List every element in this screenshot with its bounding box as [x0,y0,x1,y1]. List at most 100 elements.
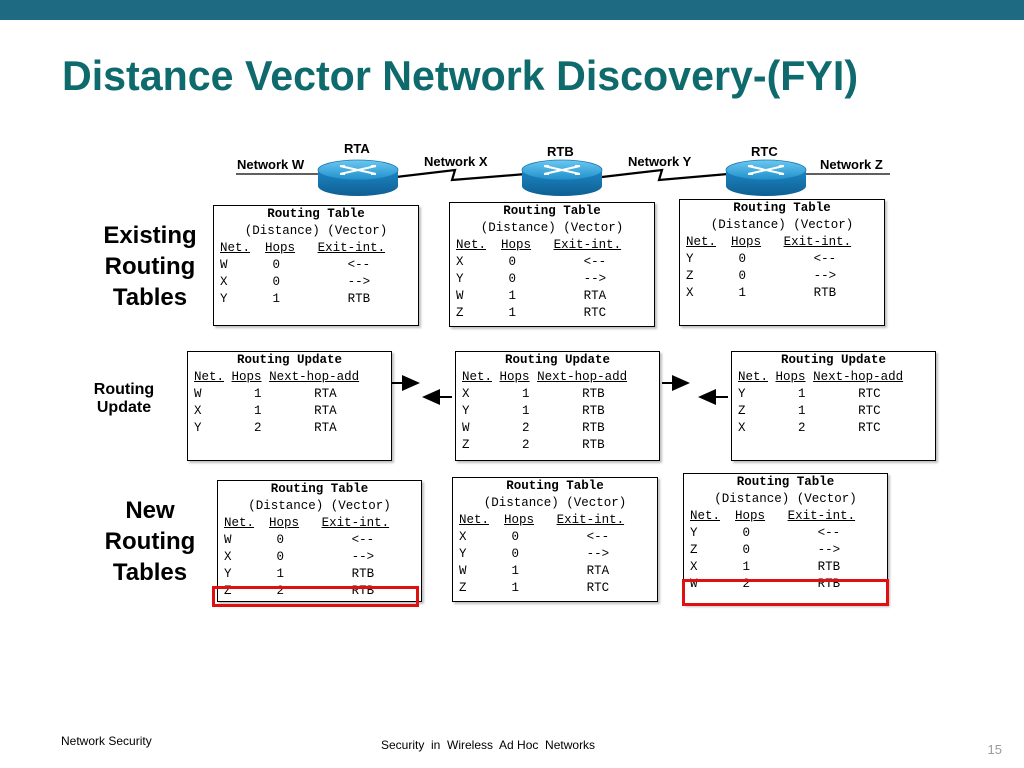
column-header-exit: Exit-int. [787,509,856,523]
cell-hops: 2 [522,421,530,435]
cell-net: X [224,550,232,564]
cell-exit: RTB [813,286,837,300]
highlight-new-route-rtc [682,579,889,606]
table-subtitle: (Distance) (Vector) [483,496,627,510]
update-title: Routing Update [504,353,611,367]
label-existing-routing-tables: Existing Routing Tables [103,222,197,311]
cell-net: W [220,258,228,272]
cell-hops: 0 [738,269,747,283]
router-label-rta: RTA [344,141,370,156]
cell-hops: 0 [272,258,281,272]
footer-left: Network Security [61,734,152,748]
cell-net: Y [690,526,698,540]
cell-hops: 0 [508,272,517,286]
cell-hops: 1 [522,404,530,418]
column-header-net: Net. [686,235,717,249]
cell-hops: 1 [272,292,281,306]
cell-next-hop: RTB [582,421,605,435]
cell-net: X [686,286,694,300]
column-header-hops: Hops [731,235,762,249]
column-header-net: Net. [462,370,493,384]
cell-exit: RTB [347,292,371,306]
cell-net: X [459,530,467,544]
arrow-left-1 [422,389,452,405]
update-row: Y 1 RTB [456,403,659,420]
cell-net: Y [220,292,228,306]
cell-hops: 2 [254,421,262,435]
cell-next-hop: RTA [314,421,337,435]
column-header-exit: Exit-int. [321,516,390,530]
router-rtc-icon [725,159,807,196]
table-row: X 1 RTB [684,559,887,576]
cell-next-hop: RTB [582,387,605,401]
cell-net: W [690,577,698,591]
cell-exit: RTA [583,289,607,303]
cell-hops: 1 [511,581,520,595]
update-row: W 2 RTB [456,420,659,437]
cell-net: Y [224,567,232,581]
column-header-hops: Hops [504,513,535,527]
cell-net: Y [456,272,464,286]
cell-exit: --> [586,547,610,561]
network-label-z: Network Z [820,157,883,172]
cell-net: X [456,255,464,269]
column-header-exit: Exit-int. [556,513,625,527]
table-title: Routing Table [267,207,365,221]
footer-center: Security in Wireless Ad Hoc Networks [381,738,596,752]
update-row: Y 1 RTC [732,386,935,403]
table-row: W 1 RTA [453,563,657,580]
cell-net: Z [462,438,470,452]
cell-hops: 0 [276,550,285,564]
table-column-headers: Net. Hops Exit-int. [684,508,887,525]
cell-next-hop: RTC [858,404,881,418]
table-column-headers: Net. Hops Exit-int. [680,234,884,251]
cell-exit: --> [813,269,837,283]
table-row: Y 0 --> [453,546,657,563]
cell-hops: 1 [798,387,806,401]
cell-net: Z [738,404,746,418]
column-header-net: Net. [738,370,769,384]
cell-hops: 0 [511,530,520,544]
cell-exit: <-- [817,526,841,540]
cell-hops: 2 [742,577,751,591]
cell-exit: <-- [586,530,610,544]
cell-net: W [462,421,470,435]
arrow-right-1 [392,375,420,391]
cell-net: X [690,560,698,574]
cell-net: Y [738,387,746,401]
cell-exit: <-- [813,252,837,266]
cell-hops: 1 [276,567,285,581]
cell-hops: 1 [738,286,747,300]
cell-exit: RTA [586,564,610,578]
cell-net: W [456,289,464,303]
table-row: X 0 --> [218,549,421,566]
table-column-headers: Net. Hops Exit-int. [218,515,421,532]
cell-net: Z [224,584,232,598]
label-new-routing-tables: New Routing Tables [104,497,196,586]
table-subtitle: (Distance) (Vector) [710,218,854,232]
cell-net: X [462,387,470,401]
update-row: Z 1 RTC [732,403,935,420]
page-number: 15 [987,742,1002,757]
cell-hops: 2 [276,584,285,598]
cell-hops: 0 [738,252,747,266]
link-x-serial [395,168,527,182]
cell-net: W [194,387,202,401]
table-title: Routing Table [270,482,369,496]
router-label-rtc: RTC [751,144,778,159]
cell-exit: RTB [817,560,841,574]
column-header-hops: Hops [231,370,262,384]
cell-net: X [194,404,202,418]
table-title: Routing Table [733,201,831,215]
router-label-rtb: RTB [547,144,574,159]
table-row: X 1 RTB [680,285,884,302]
column-header-net: Net. [224,516,255,530]
column-header-hops: Hops [501,238,532,252]
column-header-net: Net. [220,241,251,255]
cell-hops: 1 [254,404,262,418]
table-title: Routing Table [736,475,835,489]
router-rtb-icon [521,159,603,196]
cell-hops: 1 [522,387,530,401]
